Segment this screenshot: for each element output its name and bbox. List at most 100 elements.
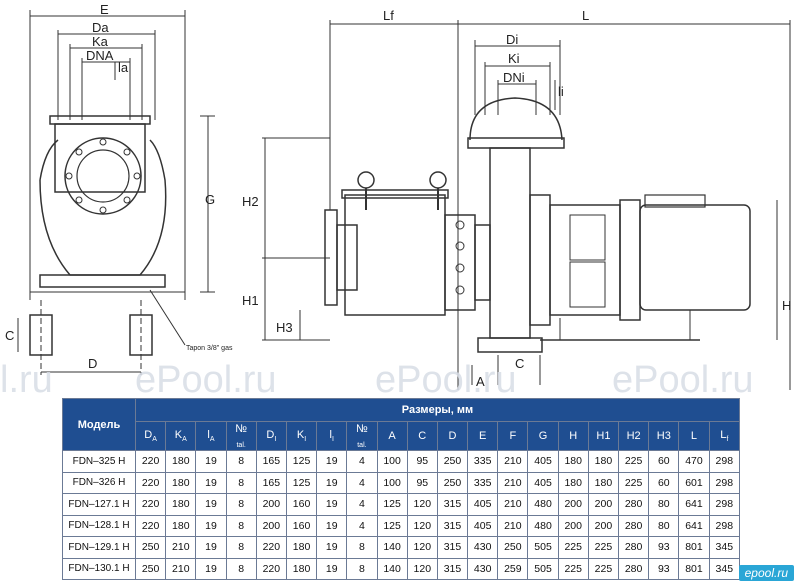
value-cell: 165 <box>255 471 287 494</box>
column-header: L <box>678 421 710 451</box>
value-cell: 60 <box>648 450 680 473</box>
dim-label-h1: H1 <box>242 293 259 308</box>
model-cell: FDN–325 H <box>62 450 136 473</box>
value-cell: 335 <box>467 471 499 494</box>
value-cell: 601 <box>678 471 710 494</box>
column-header: C <box>406 421 438 451</box>
value-cell: 19 <box>316 536 348 559</box>
column-header: A <box>376 421 408 451</box>
value-cell: 19 <box>316 471 348 494</box>
column-header: H2 <box>617 421 650 451</box>
value-cell: 430 <box>467 536 499 559</box>
value-cell: 180 <box>165 493 197 516</box>
column-header-base: H1 <box>596 430 611 442</box>
column-header-base: l <box>329 428 332 441</box>
value-cell: 280 <box>617 557 650 580</box>
value-cell: 225 <box>587 536 620 559</box>
column-header-sub: I <box>304 436 307 444</box>
value-cell: 180 <box>165 450 197 473</box>
column-header-base: C <box>418 430 427 442</box>
value-cell: 19 <box>316 557 348 580</box>
value-cell: 225 <box>617 450 650 473</box>
value-cell: 470 <box>678 450 710 473</box>
model-header: Модель <box>62 398 136 451</box>
value-cell: 93 <box>648 536 680 559</box>
value-cell: 250 <box>497 536 529 559</box>
value-cell: 19 <box>195 493 227 516</box>
value-cell: 250 <box>134 536 167 559</box>
technical-drawing: E Da Ka DNA la G C D Tapon 3/8" gas Lf L… <box>0 2 791 395</box>
watermark-3: ePool.ru <box>375 359 517 395</box>
value-cell: 430 <box>467 557 499 580</box>
value-cell: 180 <box>285 557 318 580</box>
column-header: DI <box>255 421 287 451</box>
value-cell: 125 <box>285 471 318 494</box>
dim-label-h3: H3 <box>276 320 293 335</box>
dim-label-dna: DNA <box>86 48 114 63</box>
value-cell: 210 <box>497 471 529 494</box>
value-cell: 80 <box>648 514 680 537</box>
column-header-sub: A <box>152 436 157 444</box>
dim-label-e: E <box>100 2 109 17</box>
dim-label-h: H <box>782 298 791 313</box>
value-cell: 8 <box>225 471 257 494</box>
value-cell: 210 <box>497 450 529 473</box>
value-cell: 480 <box>527 493 559 516</box>
value-cell: 641 <box>678 493 710 516</box>
tapon-note: Tapon 3/8" gas <box>186 345 233 352</box>
value-cell: 125 <box>285 450 318 473</box>
value-cell: 180 <box>557 450 589 473</box>
value-cell: 405 <box>527 471 559 494</box>
dim-label-d: D <box>88 356 97 371</box>
value-cell: 505 <box>527 557 559 580</box>
value-cell: 225 <box>617 471 650 494</box>
column-header: H1 <box>587 421 620 451</box>
dimensions-group-header: Размеры, мм <box>135 398 740 422</box>
value-cell: 165 <box>255 450 287 473</box>
value-cell: 140 <box>376 536 408 559</box>
value-cell: 120 <box>406 514 438 537</box>
value-cell: 210 <box>165 536 197 559</box>
value-cell: 125 <box>376 514 408 537</box>
column-header: E <box>467 421 499 451</box>
column-header: lA <box>195 421 227 451</box>
value-cell: 19 <box>316 493 348 516</box>
column-header: KI <box>285 421 318 451</box>
value-cell: 200 <box>255 514 287 537</box>
value-cell: 801 <box>678 536 710 559</box>
value-cell: 160 <box>285 514 318 537</box>
value-cell: 405 <box>527 450 559 473</box>
column-header-base: E <box>478 430 487 442</box>
dim-label-g: G <box>205 192 215 207</box>
value-cell: 8 <box>225 514 257 537</box>
value-cell: 801 <box>678 557 710 580</box>
dim-label-dni: DNi <box>503 70 525 85</box>
value-cell: 200 <box>557 493 589 516</box>
value-cell: 200 <box>255 493 287 516</box>
value-cell: 335 <box>467 450 499 473</box>
value-cell: 8 <box>225 450 257 473</box>
value-cell: 8 <box>346 536 378 559</box>
value-cell: 220 <box>134 514 167 537</box>
value-cell: 250 <box>134 557 167 580</box>
value-cell: 250 <box>436 450 469 473</box>
value-cell: 225 <box>557 557 589 580</box>
value-cell: 19 <box>195 536 227 559</box>
value-cell: 4 <box>346 450 378 473</box>
column-header-base: D <box>144 428 153 441</box>
column-header-base: A <box>388 430 396 442</box>
column-header-base: № <box>356 422 368 435</box>
value-cell: 315 <box>436 536 469 559</box>
column-header-sub: A <box>209 436 215 444</box>
dim-label-lf: Lf <box>383 8 394 23</box>
column-header-sub: I <box>331 436 334 444</box>
value-cell: 120 <box>406 557 438 580</box>
value-cell: 200 <box>557 514 589 537</box>
column-header-sub: tal. <box>357 442 367 450</box>
value-cell: 220 <box>134 471 167 494</box>
column-header-base: K <box>296 428 305 441</box>
value-cell: 345 <box>708 536 741 559</box>
